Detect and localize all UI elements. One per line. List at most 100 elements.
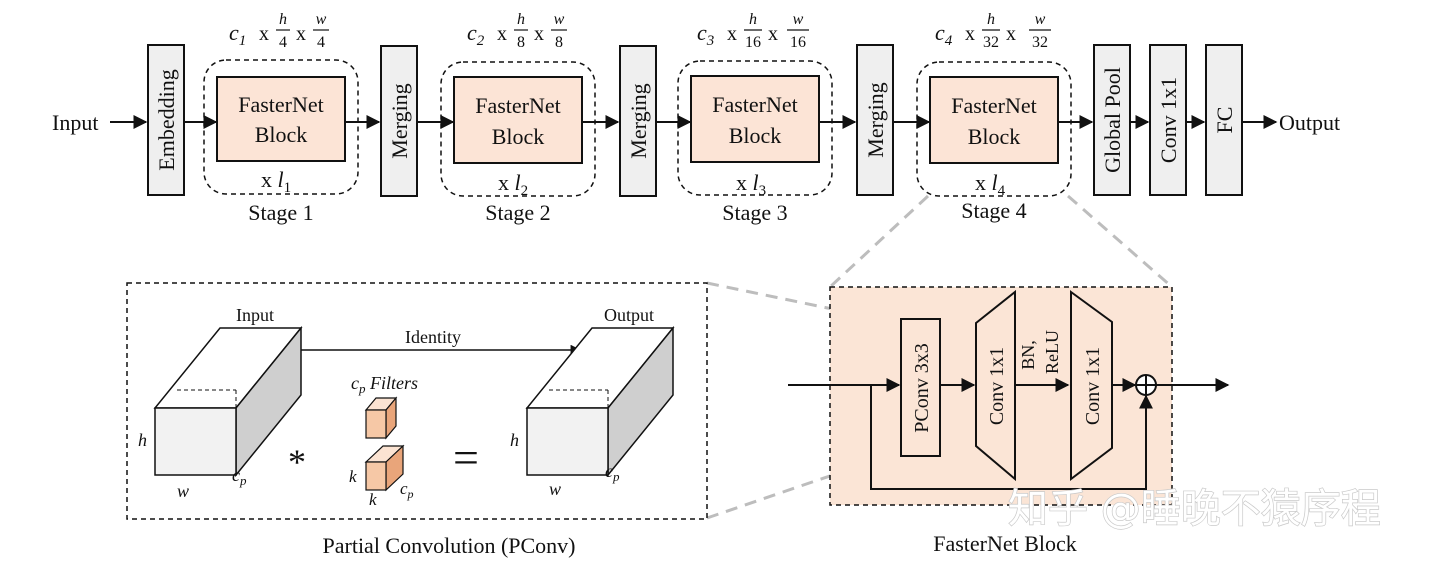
stage3-channel: c3 <box>697 20 714 49</box>
global-pool-label: Global Pool <box>1100 67 1125 173</box>
stage3-block-line1: FasterNet <box>712 92 798 117</box>
filter-cp: cp <box>400 479 414 501</box>
stage2-h-div: 8 <box>517 34 525 51</box>
stage1-h-div: 4 <box>279 34 287 51</box>
conv1x1-head-box <box>1149 44 1187 196</box>
global-pool-box <box>1093 44 1131 196</box>
stage2-block-line2: Block <box>492 124 545 149</box>
output-cuboid-front <box>526 407 609 476</box>
pconv-output-w: w <box>549 479 561 499</box>
conv1x1-head-label: Conv 1x1 <box>1156 77 1181 163</box>
pconv3x3-box <box>900 318 941 457</box>
stage3-block <box>690 75 820 163</box>
filter-k-bottom: k <box>369 490 377 509</box>
pconv3x3-label: PConv 3x3 <box>911 343 933 432</box>
conv2-label: Conv 1x1 <box>1082 347 1104 425</box>
zoom-line-right <box>1067 194 1173 289</box>
stage4-h-div: 32 <box>983 34 999 51</box>
stage4-block-line2: Block <box>968 124 1021 149</box>
fc-label: FC <box>1212 107 1237 134</box>
stage1-repeat: x l1 <box>261 167 291 196</box>
stage4-x1: x <box>965 23 975 45</box>
embedding-label: Embedding <box>154 69 179 170</box>
watermark: 知乎 @睡晚不猿序程 <box>1008 486 1381 532</box>
filter-k-side: k <box>349 467 357 486</box>
stage2-x1: x <box>497 23 507 45</box>
input-cuboid <box>153 325 303 478</box>
stage1-channel: c1 <box>229 20 246 49</box>
stage4-dashed-frame <box>916 61 1072 197</box>
stage4-channel: c4 <box>935 20 953 49</box>
pconv-input-cp: cp <box>232 465 247 488</box>
filter-cube-top <box>364 396 398 440</box>
merging-box-2 <box>619 45 657 197</box>
stage-2: c2 x h 8 x w 8 FasterNet Block x l2 Stag… <box>440 11 596 225</box>
stage2-w-div: 8 <box>555 34 563 51</box>
input-cuboid-front <box>154 407 237 476</box>
stage2-dashed-frame <box>440 61 596 197</box>
relu-label: ReLU <box>1042 330 1062 374</box>
stage1-w: w <box>316 11 327 28</box>
filters-label: cp Filters <box>351 373 418 396</box>
stage3-repeat: x l3 <box>736 170 766 199</box>
stage-3: c3 x h 16 x w 16 FasterNet Block x l3 St… <box>677 11 833 225</box>
stage4-repeat: x l4 <box>975 170 1006 199</box>
stage2-w: w <box>554 11 565 28</box>
stage3-label: Stage 3 <box>722 200 787 225</box>
bn-label: BN, <box>1018 340 1038 370</box>
pconv-input-h: h <box>138 430 147 450</box>
stage3-h-div: 16 <box>745 34 761 51</box>
stage2-h: h <box>517 11 525 28</box>
output-cuboid <box>525 325 675 478</box>
stage1-w-div: 4 <box>317 34 325 51</box>
stage1-block-line2: Block <box>255 122 308 147</box>
merging-box-3 <box>856 44 894 196</box>
pconv-panel-frame <box>126 282 708 520</box>
stage2-repeat: x l2 <box>498 170 528 199</box>
stage3-h: h <box>749 11 757 28</box>
embedding-box <box>147 44 185 196</box>
stage1-x1: x <box>259 23 269 45</box>
fc-box <box>1205 44 1243 196</box>
stage1-h: h <box>279 11 287 28</box>
stage4-w: w <box>1035 11 1046 28</box>
stage3-w: w <box>793 11 804 28</box>
stage1-label: Stage 1 <box>248 200 313 225</box>
identity-label: Identity <box>405 327 461 347</box>
stage1-block-line1: FasterNet <box>238 92 324 117</box>
conv1-trapezoid <box>975 289 1016 482</box>
merging-label-1: Merging <box>387 83 412 158</box>
stage1-block <box>216 76 346 162</box>
stage2-block-line1: FasterNet <box>475 93 561 118</box>
pconv-input-label: Input <box>236 305 274 325</box>
stage3-x2: x <box>768 23 778 45</box>
stage4-x2: x <box>1006 23 1016 45</box>
zoom-line-left <box>828 194 930 289</box>
pconv-caption: Partial Convolution (PConv) <box>323 533 576 558</box>
merging-label-2: Merging <box>626 83 651 158</box>
stage2-block <box>453 76 583 164</box>
stage-1: c1 x h 4 x w 4 FasterNet Block x l1 Stag… <box>203 11 359 225</box>
stage4-w-div: 32 <box>1032 34 1048 51</box>
pconv-output-cp: cp <box>605 461 620 484</box>
stage4-block-line1: FasterNet <box>951 93 1037 118</box>
stage3-w-div: 16 <box>790 34 806 51</box>
pconv-output-label: Output <box>604 305 654 325</box>
pconv-output-h: h <box>510 430 519 450</box>
stage2-label: Stage 2 <box>485 200 550 225</box>
stage1-dashed-frame <box>203 59 359 195</box>
input-label: Input <box>52 110 98 135</box>
stage4-label: Stage 4 <box>961 198 1026 223</box>
pconv-input-w: w <box>177 481 189 501</box>
stage3-dashed-frame <box>677 60 833 196</box>
block-detail-caption: FasterNet Block <box>933 531 1077 556</box>
conv1-label: Conv 1x1 <box>986 347 1008 425</box>
stage4-block <box>929 76 1059 164</box>
stage2-channel: c2 <box>467 20 485 49</box>
conv2-trapezoid <box>1070 290 1113 482</box>
output-label: Output <box>1279 110 1340 135</box>
stage1-x2: x <box>296 23 306 45</box>
stage2-x2: x <box>534 23 544 45</box>
